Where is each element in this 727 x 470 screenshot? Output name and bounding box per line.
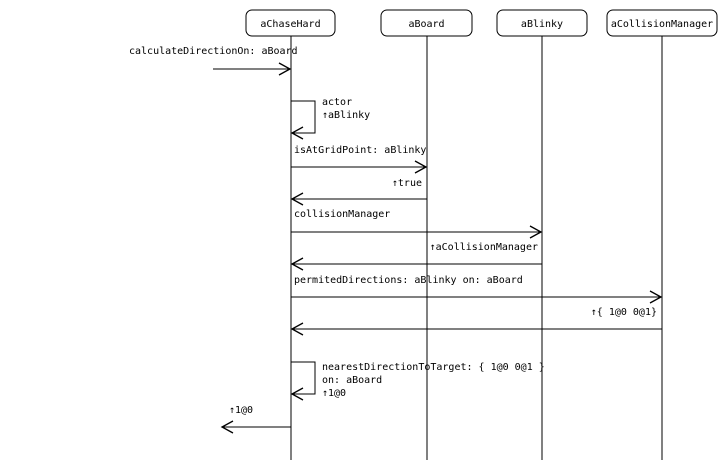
message-label-line-2: on: aBoard	[322, 375, 382, 386]
message-is-at-grid-point: isAtGridPoint: aBlinky	[291, 145, 428, 174]
object-label: aBoard	[408, 19, 444, 30]
message-self-actor: actor ↑aBlinky	[290, 97, 370, 140]
object-label: aChaseHard	[260, 19, 320, 30]
message-permited-directions: permitedDirections: aBlinky on: aBoard	[291, 275, 663, 304]
object-label: aBlinky	[521, 19, 563, 30]
return-label: ↑1@0	[229, 405, 253, 416]
object-acollisionmanager[interactable]: aCollisionManager	[606, 9, 718, 37]
message-label: permitedDirections: aBlinky on: aBoard	[294, 275, 523, 286]
message-calculate-direction-on: calculateDirectionOn: aBoard	[129, 46, 298, 76]
object-ablinky[interactable]: aBlinky	[496, 9, 588, 37]
return-label: ↑true	[392, 178, 422, 189]
return-true: ↑true	[290, 178, 427, 206]
message-return-label: ↑aBlinky	[322, 110, 370, 121]
return-final: ↑1@0	[220, 405, 291, 434]
message-label: actor	[322, 97, 352, 108]
message-collision-manager: collisionManager	[291, 209, 543, 239]
message-label: calculateDirectionOn: aBoard	[129, 46, 298, 57]
return-label: ↑aCollisionManager	[430, 242, 538, 253]
message-return-label: ↑1@0	[322, 388, 346, 399]
return-label: ↑{ 1@0 0@1}	[591, 307, 657, 318]
return-directions: ↑{ 1@0 0@1}	[290, 307, 662, 336]
message-self-nearest-direction: nearestDirectionToTarget: { 1@0 0@1 } on…	[290, 361, 545, 401]
object-label: aCollisionManager	[611, 19, 713, 30]
message-label: nearestDirectionToTarget: { 1@0 0@1 }	[322, 362, 545, 373]
message-label: isAtGridPoint: aBlinky	[294, 145, 426, 156]
object-aboard[interactable]: aBoard	[380, 9, 473, 37]
object-achasehard[interactable]: aChaseHard	[245, 9, 336, 37]
return-acollisionmanager: ↑aCollisionManager	[290, 242, 542, 271]
message-label: collisionManager	[294, 209, 390, 220]
